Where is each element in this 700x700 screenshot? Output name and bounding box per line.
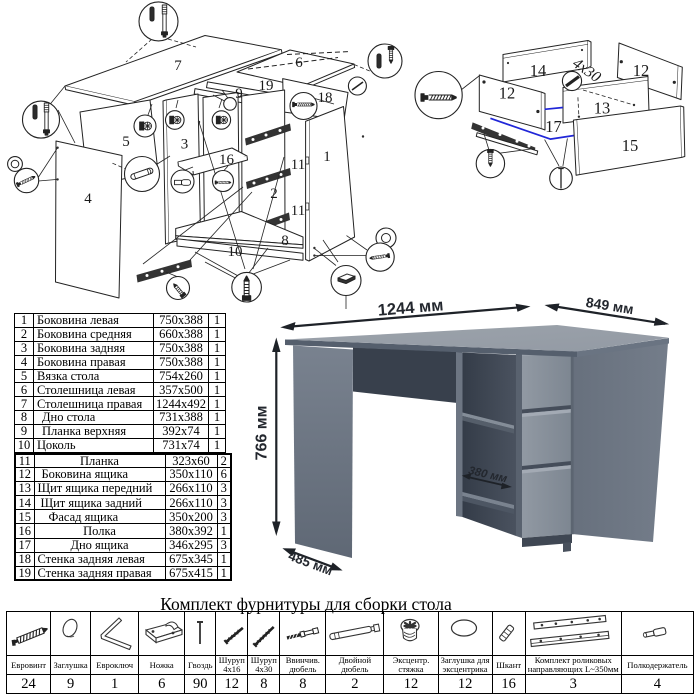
svg-text:8: 8 (281, 233, 289, 249)
svg-text:3: 3 (181, 137, 189, 153)
svg-text:11: 11 (291, 157, 305, 173)
svg-text:19: 19 (259, 78, 274, 94)
svg-text:9: 9 (235, 86, 243, 102)
svg-text:6: 6 (295, 55, 303, 71)
svg-text:12: 12 (499, 84, 516, 103)
svg-text:17: 17 (545, 117, 562, 136)
svg-text:1: 1 (323, 149, 331, 165)
svg-text:5: 5 (122, 134, 130, 150)
svg-text:18: 18 (318, 90, 333, 106)
svg-text:2: 2 (270, 186, 278, 202)
svg-text:849 мм: 849 мм (585, 294, 635, 317)
svg-text:766 мм: 766 мм (254, 406, 271, 461)
svg-text:16: 16 (219, 152, 235, 168)
svg-text:11: 11 (291, 203, 305, 219)
svg-text:14: 14 (530, 61, 547, 80)
svg-text:1244 мм: 1244 мм (377, 296, 444, 319)
svg-text:485 мм: 485 мм (286, 548, 335, 578)
svg-text:4: 4 (84, 191, 92, 207)
svg-text:12: 12 (633, 61, 650, 80)
svg-text:7: 7 (174, 58, 182, 74)
svg-text:10: 10 (228, 244, 243, 260)
svg-text:13: 13 (594, 99, 611, 118)
svg-text:15: 15 (622, 136, 639, 155)
